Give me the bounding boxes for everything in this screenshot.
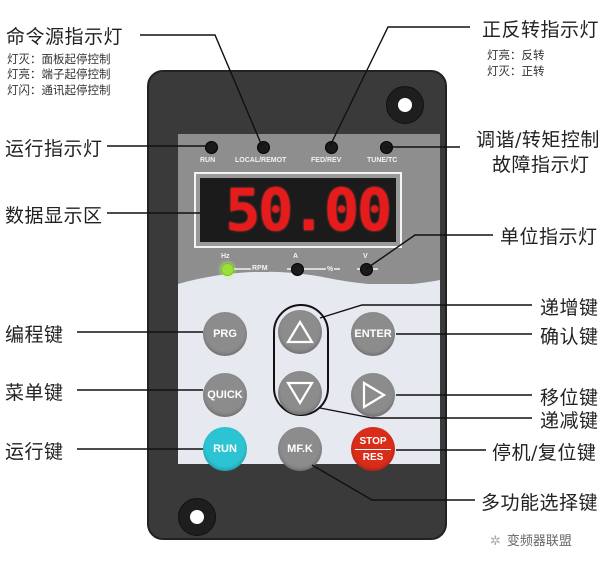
run-key-label: RUN (213, 443, 237, 455)
run-key-callout: 运行键 (5, 441, 64, 463)
a-unit-label: A (293, 253, 299, 260)
increment-key-callout: 递增键 (540, 297, 599, 319)
shift-key-callout: 移位键 (540, 387, 599, 409)
percent-unit-label: % (326, 266, 335, 273)
stop-label: STOP (359, 435, 387, 447)
mfk-key-label: MF.K (287, 443, 313, 455)
hz-unit-label: Hz (221, 253, 230, 260)
command-source-note-3: 灯闪：通讯起停控制 (7, 83, 111, 97)
tune-tc-indicator-label: TUNE/TC (367, 157, 398, 164)
fwd-rev-indicator-led (325, 141, 338, 154)
up-triangle-icon (286, 319, 314, 344)
stop-reset-key[interactable]: STOP RES (351, 427, 395, 471)
run-indicator-label: RUN (200, 157, 216, 164)
fwd-rev-indicator-label: FED/REV (311, 157, 342, 164)
command-source-note-1: 灯灭：面板起停控制 (7, 52, 111, 66)
a-unit-led (291, 263, 304, 276)
data-display-callout: 数据显示区 (5, 205, 103, 227)
rpm-unit-label: RPM (251, 265, 269, 272)
right-triangle-icon (362, 381, 386, 409)
screw-hole-bottom-left (178, 498, 216, 536)
watermark-text: 变频器联盟 (506, 534, 572, 549)
down-triangle-icon (286, 381, 314, 406)
enter-key-label: ENTER (354, 328, 392, 340)
mfk-key[interactable]: MF.K (278, 427, 322, 471)
tune-callout-line1: 调谐/转矩控制 (476, 129, 600, 151)
program-key-callout: 编程键 (5, 324, 64, 346)
fwd-rev-callout-title: 正反转指示灯 (482, 19, 600, 41)
up-down-key-frame (273, 304, 329, 416)
watermark: ✲ 变频器联盟 (490, 530, 572, 549)
command-source-callout-title: 命令源指示灯 (6, 26, 124, 48)
run-key[interactable]: RUN (203, 427, 247, 471)
v-unit-led (360, 263, 373, 276)
led-display: 50.00 (200, 178, 396, 242)
fwd-rev-note-2: 灯灭：正转 (487, 64, 545, 78)
enter-key[interactable]: ENTER (351, 312, 395, 356)
tune-tc-indicator-led (380, 141, 393, 154)
v-unit-label: V (363, 253, 368, 260)
prg-key[interactable]: PRG (203, 312, 247, 356)
fwd-rev-note-1: 灯亮：反转 (487, 48, 545, 62)
stop-reset-divider (355, 448, 391, 450)
quick-key-label: QUICK (207, 389, 243, 401)
reset-label: RES (362, 451, 384, 463)
decrement-key-callout: 递减键 (540, 410, 599, 432)
up-key[interactable] (278, 310, 322, 354)
hz-unit-led (221, 263, 234, 276)
stop-reset-key-callout: 停机/复位键 (492, 442, 597, 464)
prg-key-label: PRG (213, 328, 237, 340)
wechat-icon: ✲ (490, 534, 501, 549)
command-source-note-2: 灯亮：端子起停控制 (7, 67, 111, 81)
shift-key[interactable] (351, 373, 395, 417)
down-key[interactable] (278, 371, 322, 415)
menu-key-callout: 菜单键 (5, 382, 64, 404)
local-remote-indicator-label: LOCAL/REMOT (235, 157, 287, 164)
run-indicator-callout: 运行指示灯 (5, 138, 103, 160)
run-indicator-led (205, 141, 218, 154)
fault-callout-line2: 故障指示灯 (492, 154, 590, 176)
local-remote-indicator-led (257, 141, 270, 154)
display-value: 50.00 (225, 176, 392, 244)
quick-key[interactable]: QUICK (203, 373, 247, 417)
multifunction-key-callout: 多功能选择键 (481, 492, 599, 514)
confirm-key-callout: 确认键 (540, 326, 599, 348)
unit-indicator-callout: 单位指示灯 (500, 226, 598, 248)
screw-hole-top-right (386, 86, 424, 124)
